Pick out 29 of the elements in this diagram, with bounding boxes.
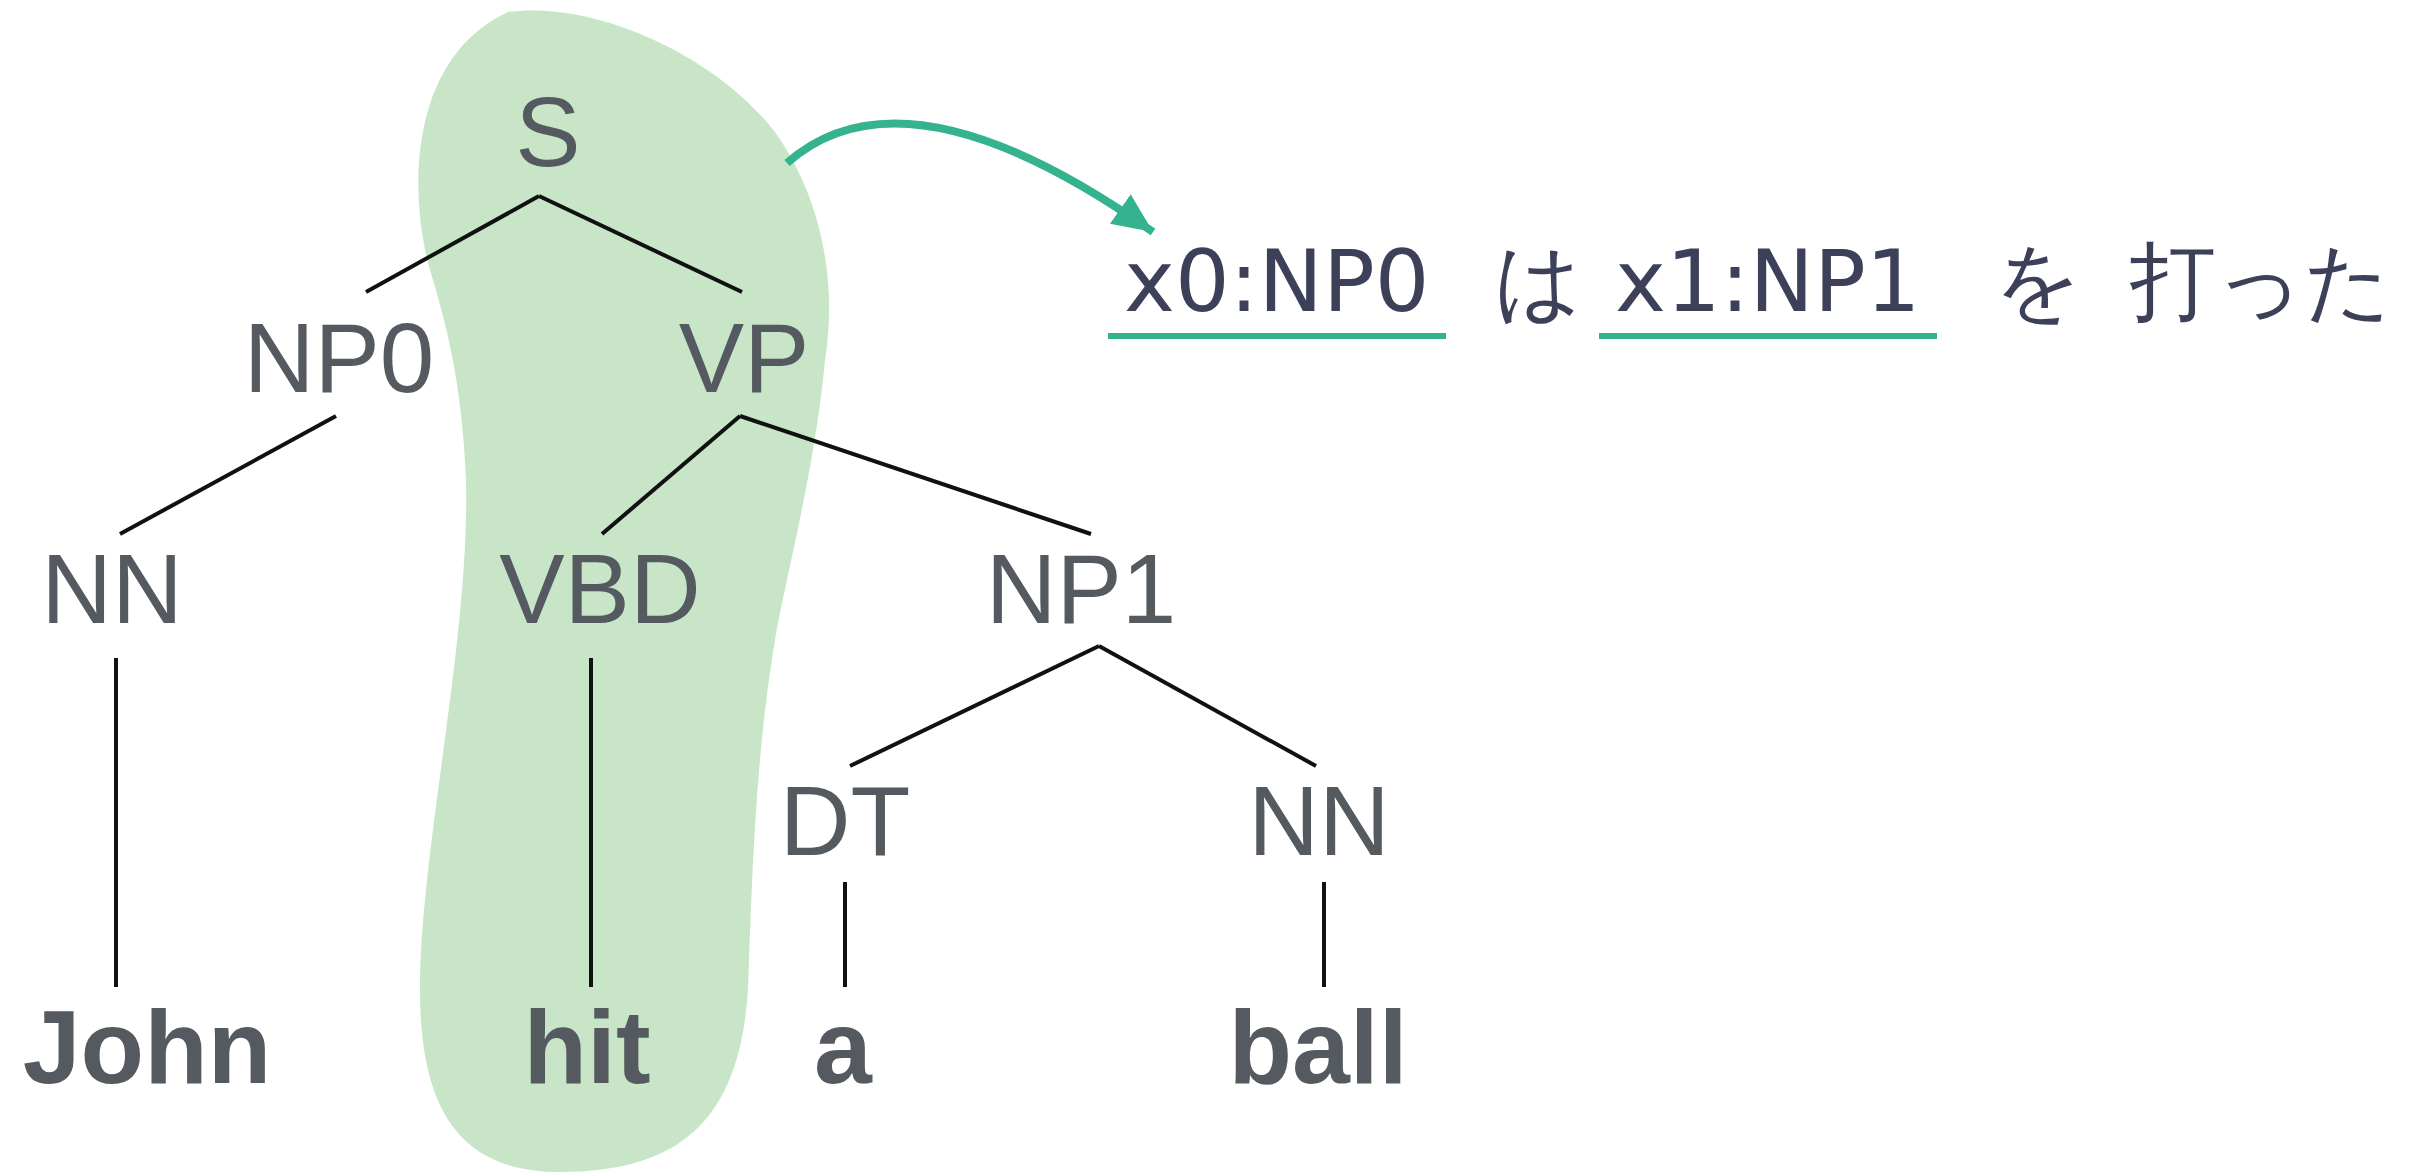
tree-branch-line <box>119 414 337 536</box>
tree-branch-line <box>589 658 593 987</box>
category-label: NN <box>7 534 217 658</box>
tree-branch-line <box>849 644 1100 768</box>
underlined-variable: x1:NP1 <box>1599 238 1937 339</box>
tree-branch-line <box>114 658 118 987</box>
category-label: NN <box>1219 766 1419 882</box>
word-label: a <box>783 987 903 1100</box>
underlined-variable: x0:NP0 <box>1108 238 1446 339</box>
category-label: S <box>448 80 648 196</box>
tree-branch-line <box>538 194 743 294</box>
category-label: VP <box>644 292 844 416</box>
tree-branch-line <box>1098 644 1317 768</box>
category-label: NP1 <box>961 534 1201 646</box>
tree-branch-line <box>739 414 1092 536</box>
rule-text: 打った <box>2130 238 2392 324</box>
category-label: NP0 <box>219 292 459 416</box>
category-label: VBD <box>480 534 720 658</box>
tree-branch-line <box>1322 882 1326 987</box>
rule-text: は <box>1494 238 1582 324</box>
curved-arrow <box>784 119 1156 236</box>
word-label: John <box>2 987 292 1100</box>
rule-text: を <box>1994 238 2082 324</box>
tree-branch-line <box>365 194 540 294</box>
category-label: DT <box>755 766 935 882</box>
word-label: ball <box>1198 987 1438 1100</box>
tree-branch-line <box>600 414 742 536</box>
tree-branch-line <box>843 882 847 987</box>
word-label: hit <box>487 987 687 1100</box>
